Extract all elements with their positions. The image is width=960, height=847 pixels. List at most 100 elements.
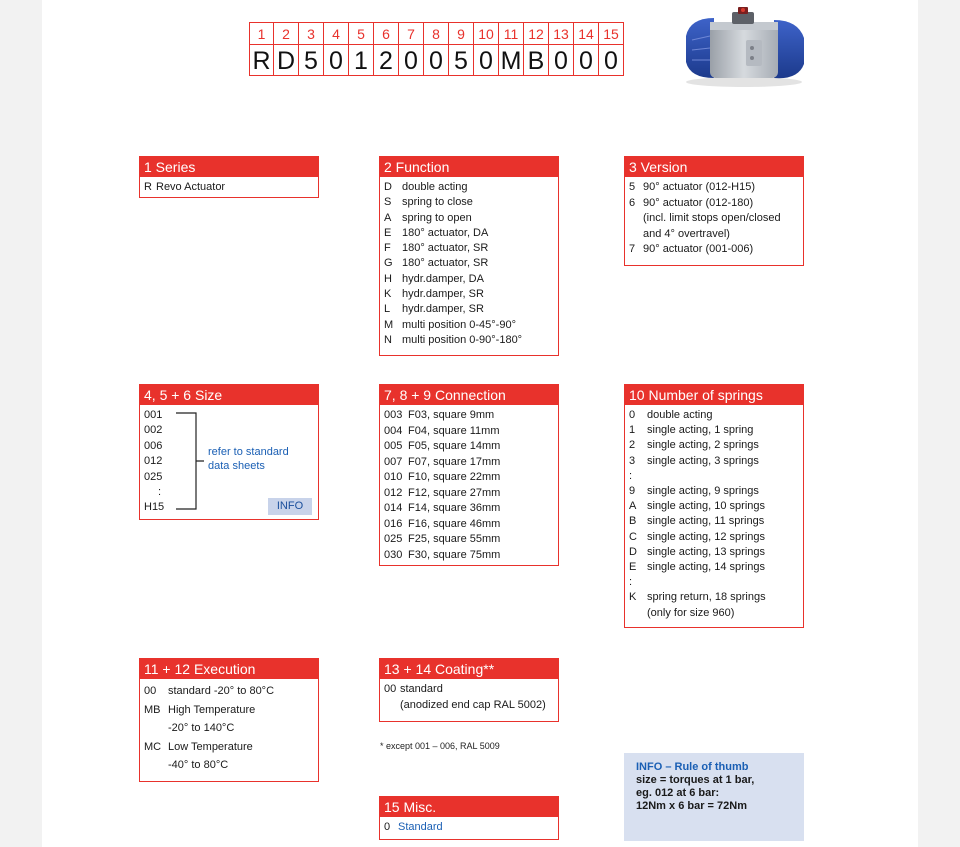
code-position-number: 12 [524,22,549,44]
info-line: size = torques at 1 bar, [636,774,755,786]
connection-code: 016 [384,517,403,530]
springs-code: 1 [629,424,636,437]
execution-description: -40° to 80°C [168,759,229,771]
version-code: 6 [629,196,636,209]
size-bracket-icon [176,412,204,510]
function-code: M [384,318,394,331]
execution-row: -40° to 80°C [144,756,314,775]
function-code: L [384,303,391,316]
execution-description: Low Temperature [168,740,253,753]
connection-description: F30, square 75mm [408,548,501,561]
coating-code [384,698,400,714]
code-position-number: 7 [399,22,424,44]
springs-code: A [629,500,637,513]
version-code: 7 [629,243,636,255]
version-code [629,227,643,243]
info-badge[interactable]: INFO [268,498,312,515]
function-description: multi position 0-90°-180° [402,333,523,346]
springs-code: C [629,530,637,543]
springs-code: 2 [629,439,636,452]
size-item: 012 [144,455,163,468]
version-description: (incl. limit stops open/closed [643,212,781,224]
code-position-number: 11 [499,22,524,44]
version-description: 90° actuator (001-006) [643,243,754,255]
info-line: eg. 012 at 6 bar: [636,787,720,799]
series-header: 1 Series [140,157,318,177]
coating-code: 00 [384,683,397,695]
function-code: F [384,242,391,255]
size-header: 4, 5 + 6 Size [140,385,318,405]
springs-description [647,469,799,484]
code-position-number: 3 [299,22,324,44]
connection-code: 003 [384,409,403,421]
code-position-number: 9 [449,22,474,44]
connection-description: F10, square 22mm [408,471,501,483]
version-description: 90° actuator (012-180) [643,196,754,209]
code-position-number: 6 [374,22,399,44]
code-character: 5 [449,44,474,76]
function-description: 180° actuator, SR [402,257,489,270]
springs-code: B [629,515,637,528]
code-character: 0 [324,44,349,76]
version-row: and 4° overtravel) [629,227,799,243]
function-description: hydr.damper, DA [402,272,484,285]
function-code: S [384,196,392,209]
code-position-number: 8 [424,22,449,44]
code-character: 0 [599,44,624,76]
springs-description: single acting, 1 spring [647,424,754,437]
function-code: N [384,333,392,346]
connection-code: 005 [384,440,403,452]
connection-description: F05, square 14mm [408,440,501,452]
function-description: multi position 0-45°-90° [402,318,516,331]
series-description: Revo Actuator [156,181,226,193]
function-description: hydr.damper, SR [402,303,484,316]
execution-code [144,719,168,738]
size-item: 025 [144,470,163,483]
connection-description: F16, square 46mm [408,517,501,530]
code-character: 0 [549,44,574,76]
size-reference-note: refer to standard data sheets [208,445,289,473]
connection-code: 010 [384,471,403,483]
connection-code: 007 [384,455,403,468]
execution-header: 11 + 12 Execution [140,659,318,679]
code-character: 0 [399,44,424,76]
execution-description: -20° to 140°C [168,722,235,734]
function-description: spring to open [402,211,472,224]
info-title: INFO – Rule of thumb [636,761,749,773]
springs-description: spring return, 18 springs [647,591,766,604]
execution-row: -20° to 140°C [144,719,314,738]
code-character: 0 [424,44,449,76]
code-position-number: 14 [574,22,599,44]
code-character: M [499,44,524,76]
connection-code: 012 [384,486,403,499]
springs-description: single acting, 13 springs [647,545,766,558]
execution-description: High Temperature [168,703,256,716]
function-description: hydr.damper, SR [402,288,484,301]
version-row: 7 90° actuator (001-006) [629,242,799,258]
